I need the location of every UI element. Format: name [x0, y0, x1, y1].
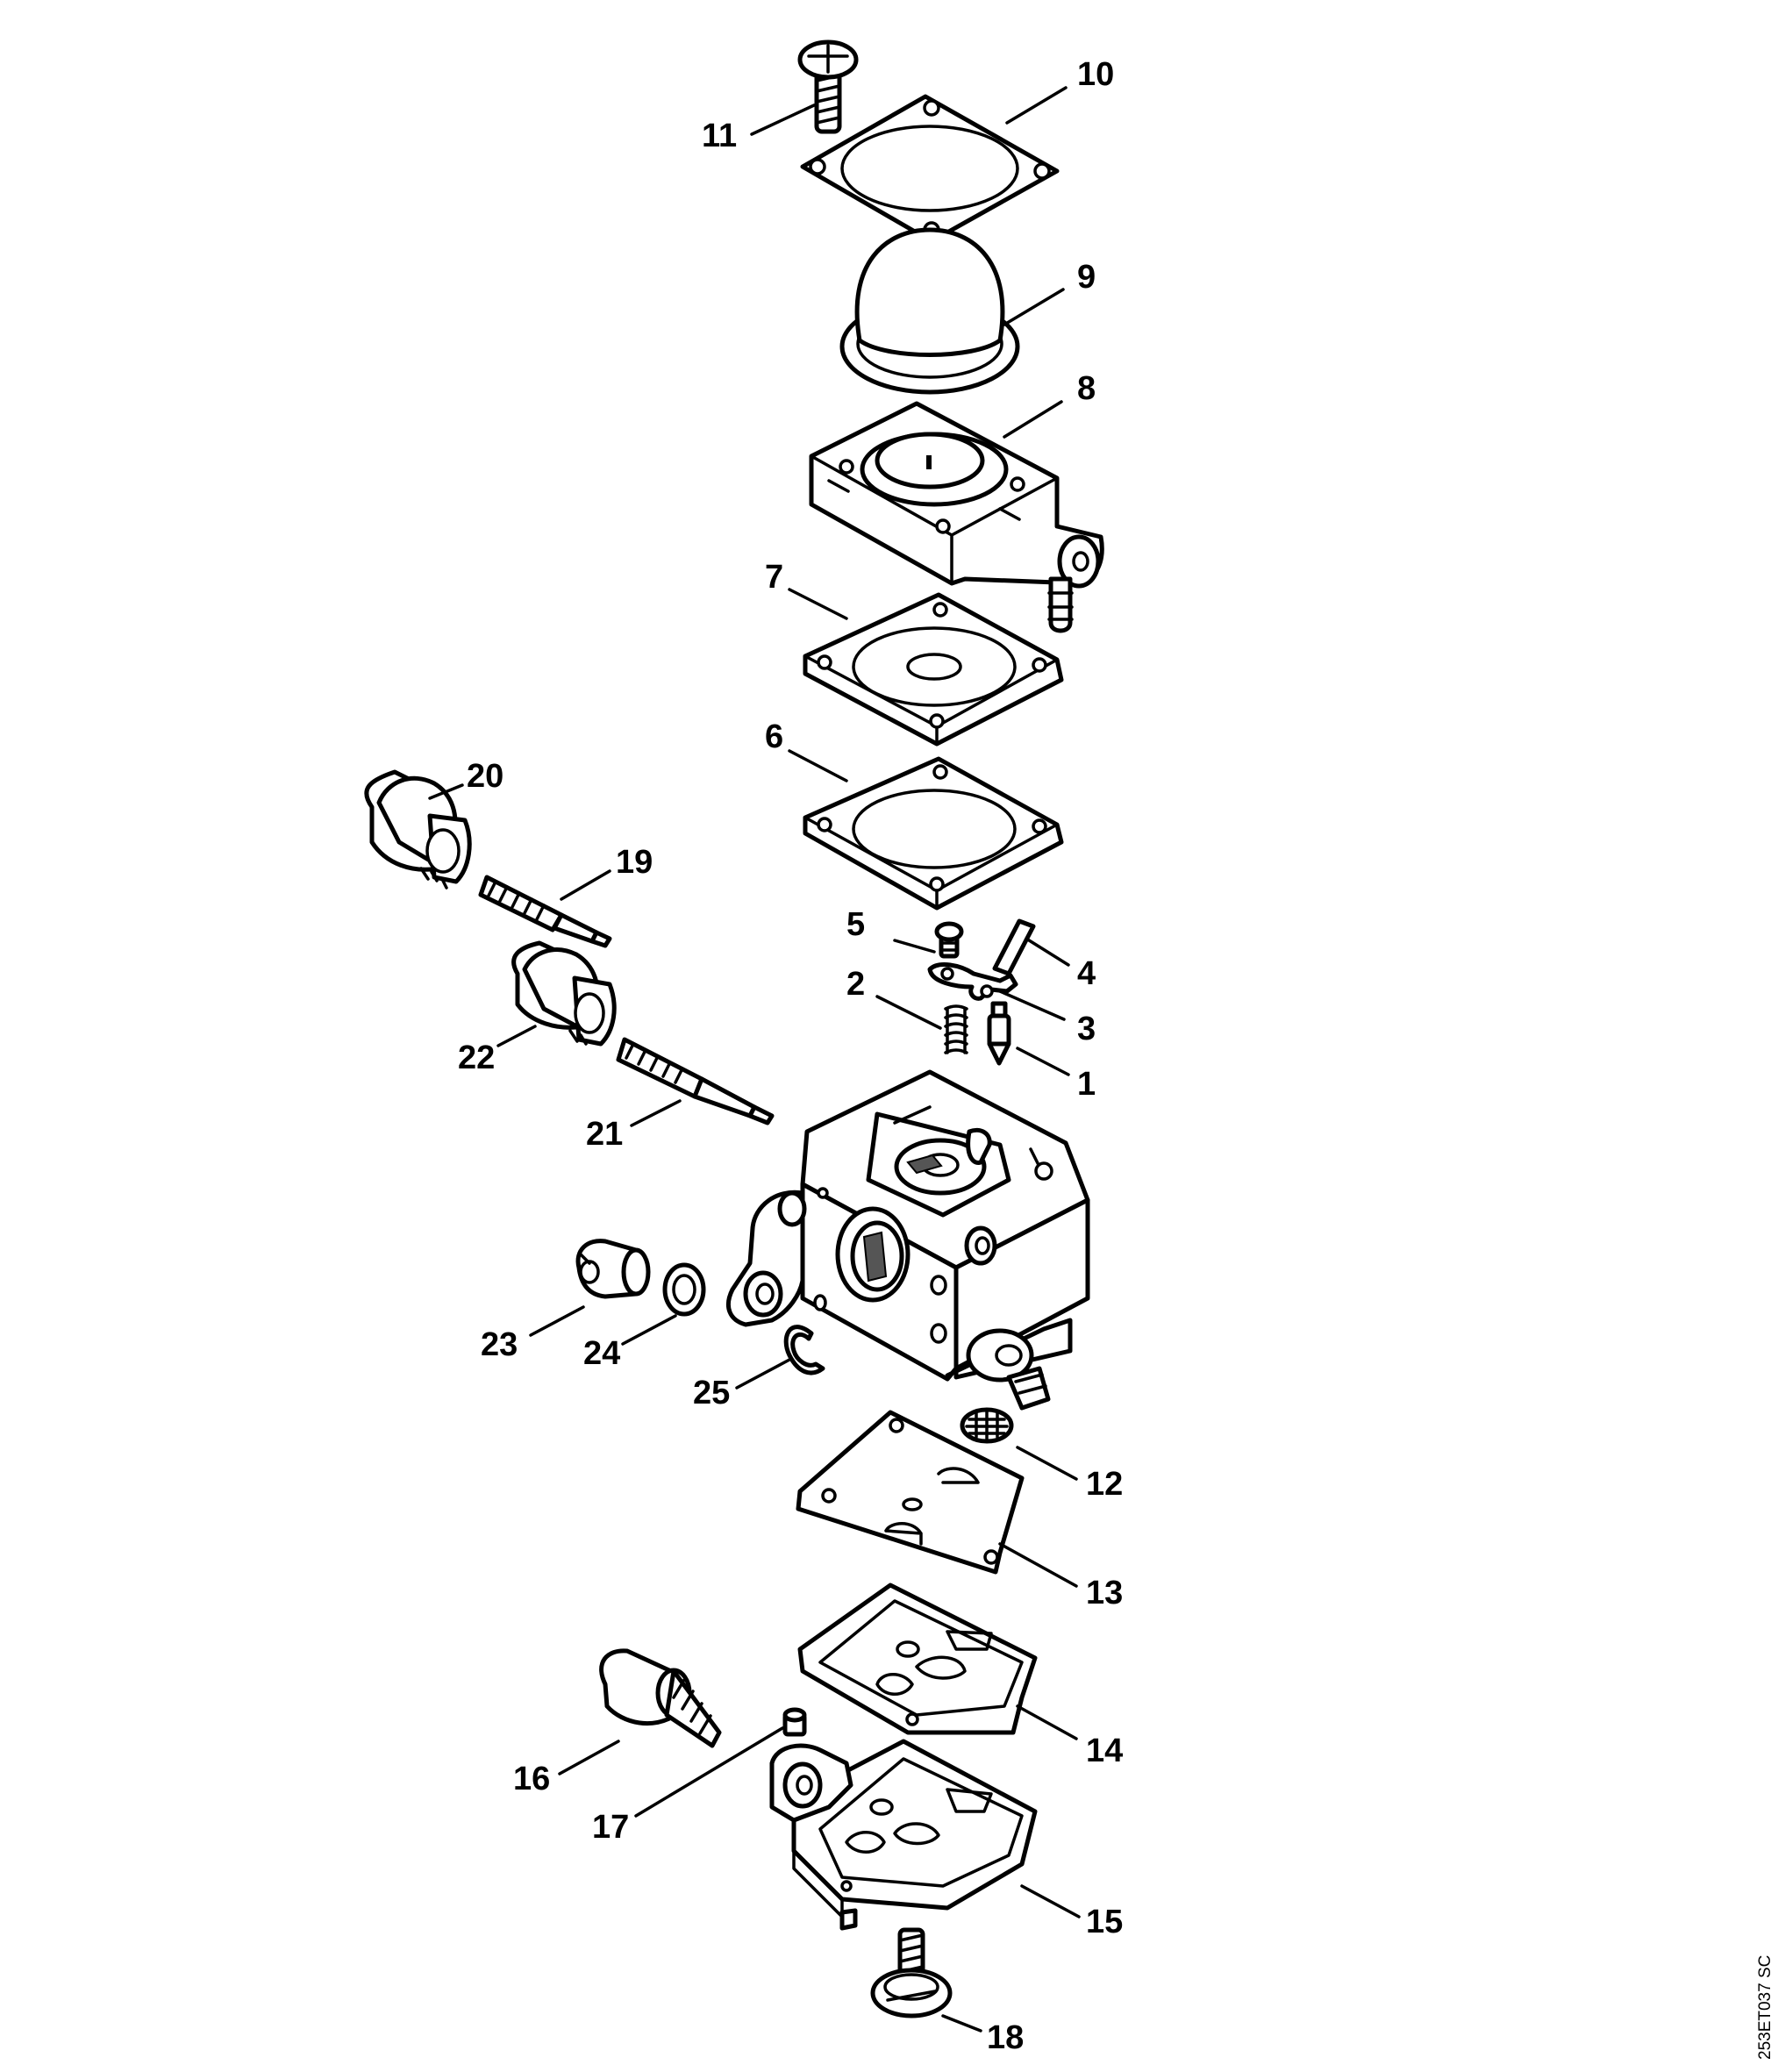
part-23-nozzle[interactable]	[575, 1239, 651, 1299]
leader-15	[1020, 1884, 1081, 1918]
callout-18: 18	[987, 2019, 1024, 2056]
callout-25: 25	[693, 1375, 730, 1411]
leader-18	[941, 2014, 982, 2033]
callout-12: 12	[1086, 1466, 1123, 1503]
callout-20: 20	[467, 758, 503, 795]
callout-13: 13	[1086, 1575, 1123, 1611]
callout-14: 14	[1086, 1733, 1123, 1769]
part-16-plug[interactable]	[599, 1648, 722, 1748]
leader-1	[1016, 1047, 1070, 1076]
callout-5: 5	[846, 906, 865, 943]
leader-12	[1016, 1446, 1078, 1481]
callout-19: 19	[616, 844, 653, 881]
callout-3: 3	[1077, 1011, 1096, 1047]
leader-9	[1003, 288, 1065, 326]
part-20-limiter-cap[interactable]	[364, 769, 472, 890]
callout-6: 6	[765, 718, 783, 755]
part-17-check-valve[interactable]	[782, 1707, 807, 1737]
leader-8	[1003, 400, 1063, 439]
part-18-screw[interactable]	[870, 1927, 953, 2018]
part-24-washer[interactable]	[662, 1262, 706, 1317]
callout-21: 21	[586, 1116, 623, 1153]
part-8-pump-cover[interactable]	[809, 401, 1104, 633]
document-code: 253ET037 SC	[1756, 1954, 1771, 2060]
callout-23: 23	[481, 1326, 518, 1363]
leader-5	[893, 939, 936, 954]
leader-24	[621, 1314, 677, 1346]
part-1-inlet-needle[interactable]	[987, 1001, 1011, 1066]
callout-15: 15	[1086, 1904, 1123, 1940]
leader-7	[788, 588, 848, 620]
leader-22	[496, 1025, 537, 1047]
leader-6	[788, 749, 848, 782]
callout-10: 10	[1077, 56, 1114, 93]
callout-9: 9	[1077, 259, 1096, 296]
leader-14	[1016, 1704, 1078, 1740]
part-7-pump-diaphragm[interactable]	[803, 592, 1064, 747]
part-19-adjusting-screw[interactable]	[478, 875, 612, 948]
callout-24: 24	[583, 1335, 620, 1372]
callout-1: 1	[1077, 1066, 1096, 1103]
callout-labels: 1 2 3 4 5 6 7 8 9 10 11 12 13 14 15 16 1…	[458, 56, 1123, 2056]
leader-20	[428, 783, 464, 800]
part-25-retaining-ring[interactable]	[783, 1325, 825, 1375]
leader-16	[558, 1740, 620, 1775]
part-13-metering-diaphragm[interactable]	[796, 1410, 1025, 1575]
part-12-strainer[interactable]	[960, 1407, 1014, 1444]
callout-2: 2	[846, 966, 865, 1003]
leader-2	[875, 995, 942, 1030]
leader-21	[630, 1099, 682, 1127]
leader-3	[998, 990, 1066, 1021]
callout-11: 11	[702, 118, 737, 154]
leader-4	[1025, 937, 1070, 967]
callout-8: 8	[1077, 370, 1096, 407]
leader-10	[1005, 86, 1068, 125]
part-15-end-cover[interactable]	[769, 1739, 1038, 1931]
callout-16: 16	[513, 1761, 550, 1797]
part-21-adjusting-screw[interactable]	[616, 1037, 775, 1125]
part-11-screw[interactable]	[797, 39, 859, 134]
leader-17	[634, 1726, 784, 1818]
part-10-cover-gasket[interactable]	[800, 94, 1060, 244]
callout-4: 4	[1077, 955, 1096, 992]
leader-11	[750, 104, 816, 136]
part-3-control-lever[interactable]	[927, 962, 1018, 1001]
leader-19	[560, 869, 611, 901]
carburetor-body[interactable]	[726, 1069, 1090, 1411]
part-6-gasket[interactable]	[803, 756, 1064, 911]
part-9-primer-bulb[interactable]	[839, 227, 1020, 395]
leader-13	[998, 1542, 1078, 1588]
part-22-limiter-cap[interactable]	[511, 940, 617, 1047]
part-5-screw[interactable]	[934, 921, 964, 959]
part-14-gasket[interactable]	[797, 1583, 1038, 1735]
part-2-spring[interactable]	[944, 1004, 968, 1054]
leader-lines	[428, 86, 1081, 2033]
part-4-pin[interactable]	[992, 918, 1036, 976]
callout-22: 22	[458, 1040, 495, 1076]
callout-7: 7	[765, 559, 783, 596]
leader-25	[735, 1358, 791, 1390]
leader-23	[529, 1305, 585, 1337]
callout-17: 17	[592, 1809, 629, 1846]
